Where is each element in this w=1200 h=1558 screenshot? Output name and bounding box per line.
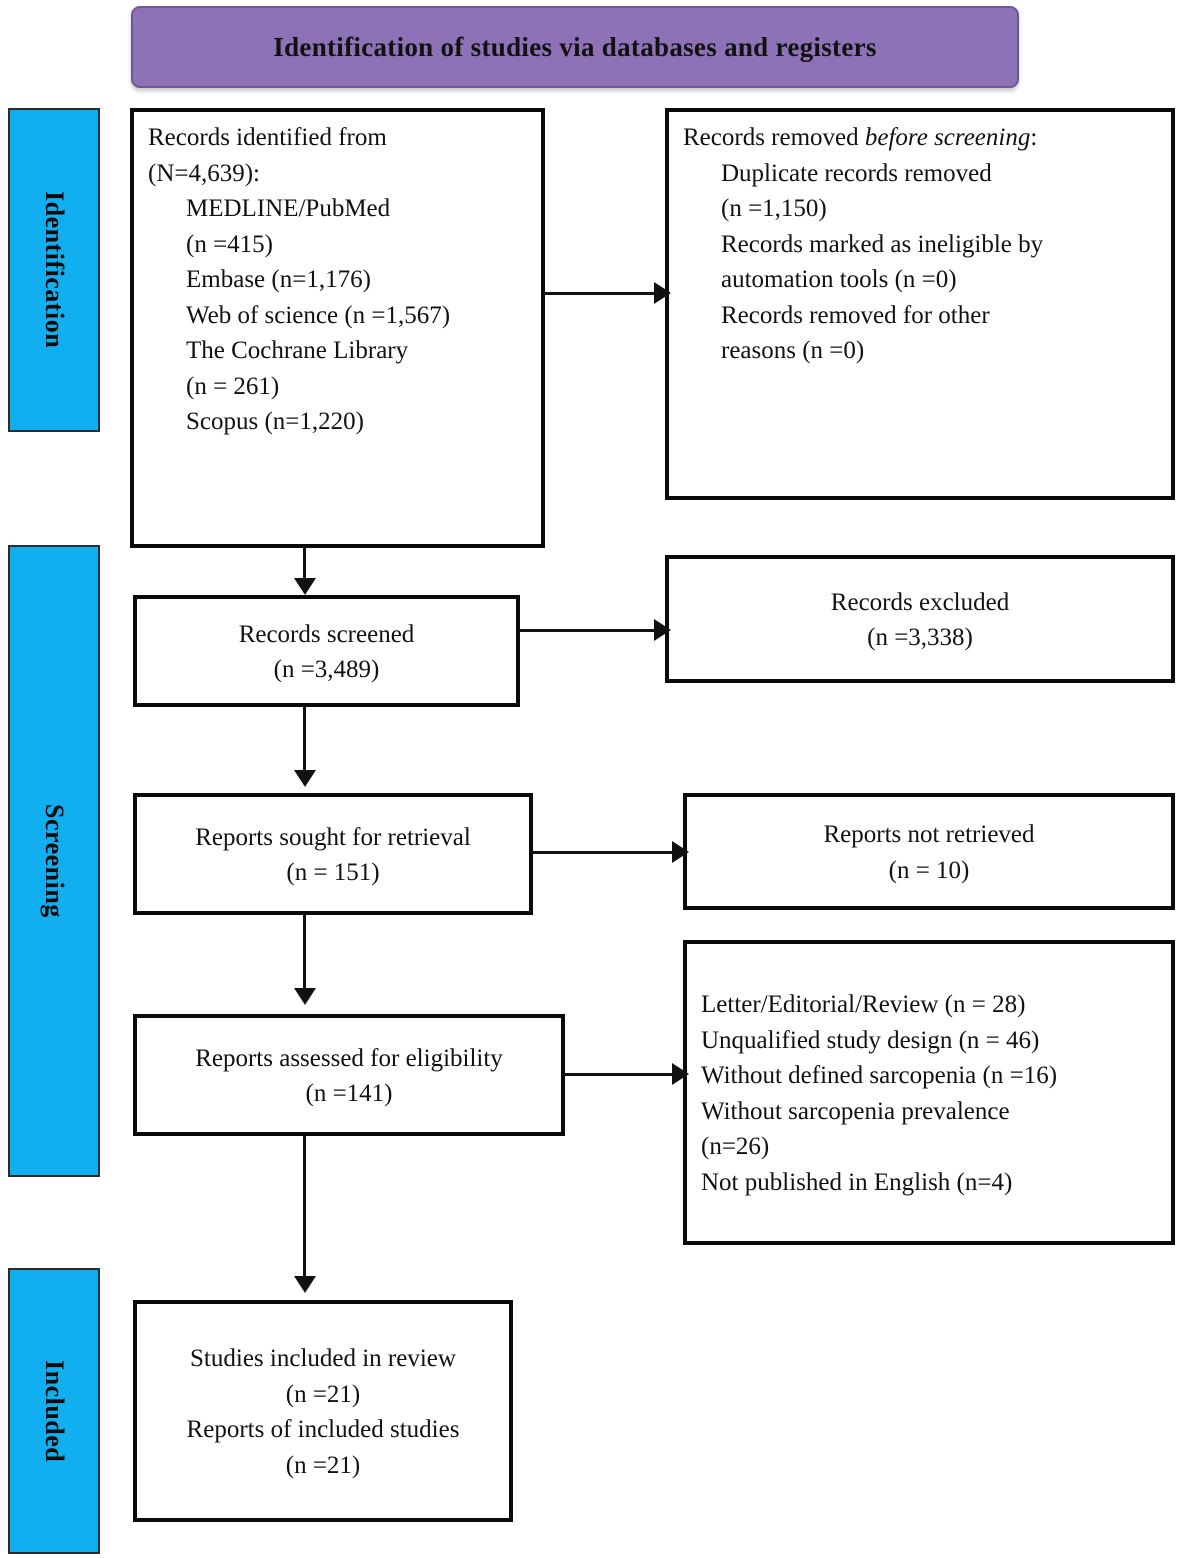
reports-sought-line-1: (n = 151) [286, 859, 380, 886]
box-reports-excluded-reasons-content: Letter/Editorial/Review (n = 28) Unquali… [687, 944, 1171, 1241]
diagram-title-banner: Identification of studies via databases … [131, 6, 1019, 88]
studies-included-line-0: Studies included in review [190, 1345, 456, 1372]
reports-excluded-line-2: Without defined sarcopenia (n =16) [701, 1062, 1058, 1089]
box-records-removed-content: Records removed before screening: Duplic… [669, 112, 1171, 375]
records-removed-heading: Records removed before screening: [683, 120, 1161, 156]
records-screened-line-1: (n =3,489) [273, 656, 380, 683]
reports-assessed-line-1: (n =141) [305, 1080, 393, 1107]
box-records-screened: Records screened (n =3,489) [133, 595, 520, 707]
connector-identified-to-screened [303, 548, 306, 586]
studies-included-line-1: (n =21) [285, 1380, 361, 1408]
phase-bar-included: Included [8, 1268, 100, 1554]
phase-label-identification: Identification [40, 191, 69, 349]
arrowhead-screened-to-excluded [654, 619, 671, 641]
box-records-removed: Records removed before screening: Duplic… [665, 108, 1175, 500]
records-identified-line-6: The Cochrane Library [186, 337, 409, 364]
connector-identified-to-removed [545, 292, 657, 295]
box-reports-not-retrieved: Reports not retrieved (n = 10) [683, 793, 1175, 910]
records-identified-line-8: Scopus (n=1,220) [186, 408, 364, 435]
arrowhead-sought-to-not-retrieved [672, 841, 689, 863]
arrowhead-identified-to-screened [294, 578, 316, 595]
box-studies-included-content: Studies included in review (n =21) Repor… [137, 1304, 509, 1518]
records-removed-line-2: Records marked as ineligible by [721, 230, 1044, 258]
records-identified-line-2: MEDLINE/PubMed [186, 195, 391, 222]
box-reports-not-retrieved-content: Reports not retrieved (n = 10) [687, 797, 1171, 906]
arrowhead-assessed-to-included [294, 1276, 316, 1293]
box-studies-included: Studies included in review (n =21) Repor… [133, 1300, 513, 1522]
connector-assessed-to-included [303, 1136, 306, 1284]
arrowhead-screened-to-sought [294, 770, 316, 787]
connector-screened-to-sought [303, 707, 306, 777]
phase-label-included: Included [40, 1359, 69, 1463]
connector-assessed-to-excluded-reasons [565, 1073, 675, 1076]
records-identified-line-5: Web of science (n =1,567) [186, 301, 451, 329]
connector-sought-to-not-retrieved [533, 851, 675, 854]
studies-included-line-3: (n =21) [285, 1451, 361, 1479]
records-removed-line-4: Records removed for other [721, 301, 990, 329]
records-removed-line-0: Duplicate records removed [721, 159, 992, 187]
reports-excluded-line-1: Unqualified study design (n = 46) [701, 1026, 1040, 1054]
records-excluded-line-1: (n =3,338) [867, 624, 973, 651]
records-identified-line-3: (n =415) [186, 230, 273, 258]
phase-label-screening: Screening [40, 804, 69, 918]
records-removed-line-1: (n =1,150) [721, 195, 827, 222]
phase-bar-screening: Screening [8, 545, 100, 1177]
box-reports-excluded-reasons: Letter/Editorial/Review (n = 28) Unquali… [683, 940, 1175, 1245]
reports-assessed-line-0: Reports assessed for eligibility [195, 1044, 503, 1072]
reports-not-retrieved-line-1: (n = 10) [888, 856, 970, 884]
box-records-excluded-content: Records excluded (n =3,338) [669, 559, 1171, 679]
arrowhead-identified-to-removed [654, 282, 671, 304]
records-removed-line-3: automation tools (n =0) [721, 266, 957, 293]
connector-sought-to-assessed [303, 915, 306, 995]
box-reports-sought: Reports sought for retrieval (n = 151) [133, 793, 533, 915]
studies-included-line-2: Reports of included studies [186, 1416, 460, 1443]
arrowhead-assessed-to-excluded-reasons [672, 1063, 689, 1085]
diagram-title: Identification of studies via databases … [273, 31, 877, 62]
records-removed-line-5: reasons (n =0) [721, 337, 865, 364]
reports-excluded-line-3: Without sarcopenia prevalence [701, 1097, 1010, 1125]
box-reports-sought-content: Reports sought for retrieval (n = 151) [137, 797, 529, 911]
records-identified-line-1: (N=4,639): [148, 159, 260, 187]
reports-not-retrieved-line-0: Reports not retrieved [823, 821, 1035, 848]
box-records-identified-content: Records identified from (N=4,639): MEDLI… [134, 112, 541, 446]
box-records-identified: Records identified from (N=4,639): MEDLI… [130, 108, 545, 548]
records-excluded-line-0: Records excluded [830, 588, 1010, 616]
records-removed-heading-italic: before screening [864, 124, 1031, 151]
records-removed-heading-prefix: Records removed [683, 124, 865, 151]
records-identified-line-7: (n = 261) [186, 372, 280, 400]
connector-screened-to-excluded [520, 629, 657, 632]
records-screened-line-0: Records screened [238, 620, 415, 648]
records-identified-line-0: Records identified from [148, 124, 387, 151]
phase-bar-identification: Identification [8, 108, 100, 432]
reports-excluded-line-4: (n=26) [701, 1133, 770, 1160]
reports-excluded-line-0: Letter/Editorial/Review (n = 28) [701, 991, 1026, 1018]
box-reports-assessed-content: Reports assessed for eligibility (n =141… [137, 1018, 561, 1132]
records-identified-line-4: Embase (n=1,176) [186, 266, 371, 293]
box-reports-assessed: Reports assessed for eligibility (n =141… [133, 1014, 565, 1136]
arrowhead-sought-to-assessed [294, 988, 316, 1005]
records-removed-heading-suffix: : [1030, 124, 1038, 151]
box-records-screened-content: Records screened (n =3,489) [137, 599, 516, 703]
box-records-excluded: Records excluded (n =3,338) [665, 555, 1175, 683]
reports-sought-line-0: Reports sought for retrieval [195, 823, 471, 851]
reports-excluded-line-5: Not published in English (n=4) [701, 1168, 1013, 1196]
